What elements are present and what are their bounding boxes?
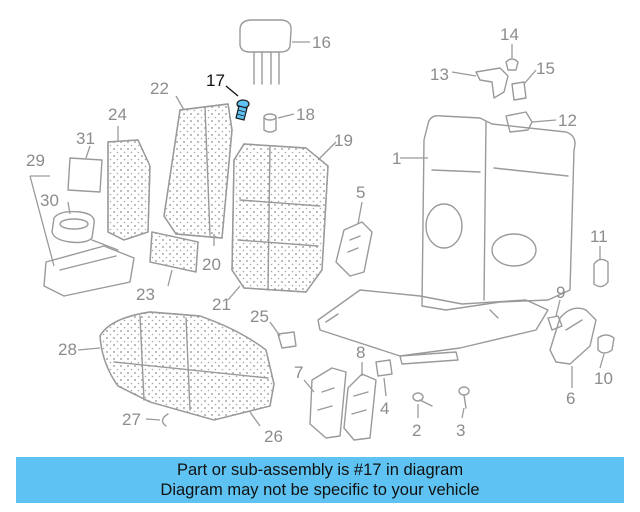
callout-29: 29 bbox=[26, 151, 45, 170]
callout-20: 20 bbox=[202, 255, 221, 274]
part-17-bolt[interactable] bbox=[235, 99, 250, 121]
callout-11: 11 bbox=[590, 227, 608, 246]
banner-line-1: Part or sub-assembly is #17 in diagram bbox=[176, 461, 464, 479]
part-4-clip[interactable] bbox=[375, 359, 393, 377]
callout-16: 16 bbox=[312, 33, 331, 52]
callout-14: 14 bbox=[500, 25, 519, 44]
callout-26: 26 bbox=[264, 427, 283, 446]
callout-5: 5 bbox=[356, 183, 365, 202]
callout-18: 18 bbox=[296, 105, 315, 124]
callout-28: 28 bbox=[58, 340, 77, 359]
part-19-21-seatback-cover[interactable] bbox=[231, 143, 329, 293]
callout-22: 22 bbox=[150, 79, 169, 98]
part-24-side-bolster[interactable] bbox=[107, 139, 151, 241]
part-22-seatback-pad[interactable] bbox=[163, 103, 233, 239]
callout-13: 13 bbox=[430, 65, 449, 84]
part-13-latch[interactable] bbox=[475, 67, 509, 99]
part-info-banner: Part or sub-assembly is #17 in diagram D… bbox=[16, 457, 624, 503]
part-8-trim[interactable] bbox=[343, 373, 377, 441]
part-25-fastener[interactable] bbox=[277, 331, 297, 349]
part-15-cover[interactable] bbox=[511, 81, 527, 101]
part-10-knob[interactable] bbox=[597, 334, 615, 354]
callout-27: 27 bbox=[122, 410, 141, 429]
part-1-seat-frame[interactable] bbox=[317, 114, 576, 365]
callout-7: 7 bbox=[294, 363, 303, 382]
callout-21: 21 bbox=[212, 295, 231, 314]
part-3-bolt[interactable] bbox=[458, 386, 470, 409]
callout-4: 4 bbox=[380, 399, 389, 418]
callout-24: 24 bbox=[108, 105, 127, 124]
banner-line-2: Diagram may not be specific to your vehi… bbox=[160, 481, 480, 499]
part-31-panel[interactable] bbox=[67, 157, 103, 193]
part-9-clip[interactable] bbox=[547, 315, 563, 331]
part-11-cap[interactable] bbox=[593, 258, 609, 288]
callout-labels: 16 17 18 22 19 24 31 29 30 20 23 21 1 12… bbox=[26, 25, 613, 446]
callout-2: 2 bbox=[412, 421, 421, 440]
callout-30: 30 bbox=[40, 191, 59, 210]
callout-31: 31 bbox=[76, 129, 95, 148]
callout-10: 10 bbox=[594, 369, 613, 388]
part-30-cup-holder[interactable] bbox=[51, 210, 95, 244]
callout-23: 23 bbox=[136, 285, 155, 304]
callout-17-highlighted: 17 bbox=[206, 71, 225, 90]
part-27-clip[interactable] bbox=[161, 413, 169, 427]
part-12-bracket[interactable] bbox=[505, 111, 533, 133]
callout-3: 3 bbox=[456, 421, 465, 440]
callout-1: 1 bbox=[392, 149, 401, 168]
callout-19: 19 bbox=[334, 131, 353, 150]
leader-lines bbox=[29, 41, 605, 427]
part-28-26-seat-cushion[interactable] bbox=[99, 311, 275, 421]
callout-25: 25 bbox=[250, 307, 269, 326]
part-18-sleeve[interactable] bbox=[263, 113, 277, 133]
part-6-side-trim[interactable] bbox=[549, 307, 597, 365]
part-29-armrest[interactable] bbox=[43, 239, 135, 297]
callout-12: 12 bbox=[558, 111, 577, 130]
part-2-bolt[interactable] bbox=[412, 392, 433, 407]
part-14-clip[interactable] bbox=[505, 58, 519, 71]
callout-6: 6 bbox=[566, 389, 575, 408]
callout-8: 8 bbox=[356, 343, 365, 362]
part-5-side-bracket[interactable] bbox=[335, 221, 373, 277]
part-23-pad[interactable] bbox=[149, 231, 199, 273]
part-16-headrest[interactable] bbox=[239, 19, 292, 85]
callout-9: 9 bbox=[556, 283, 565, 302]
part-7-trim[interactable] bbox=[309, 367, 347, 439]
callout-15: 15 bbox=[536, 59, 555, 78]
